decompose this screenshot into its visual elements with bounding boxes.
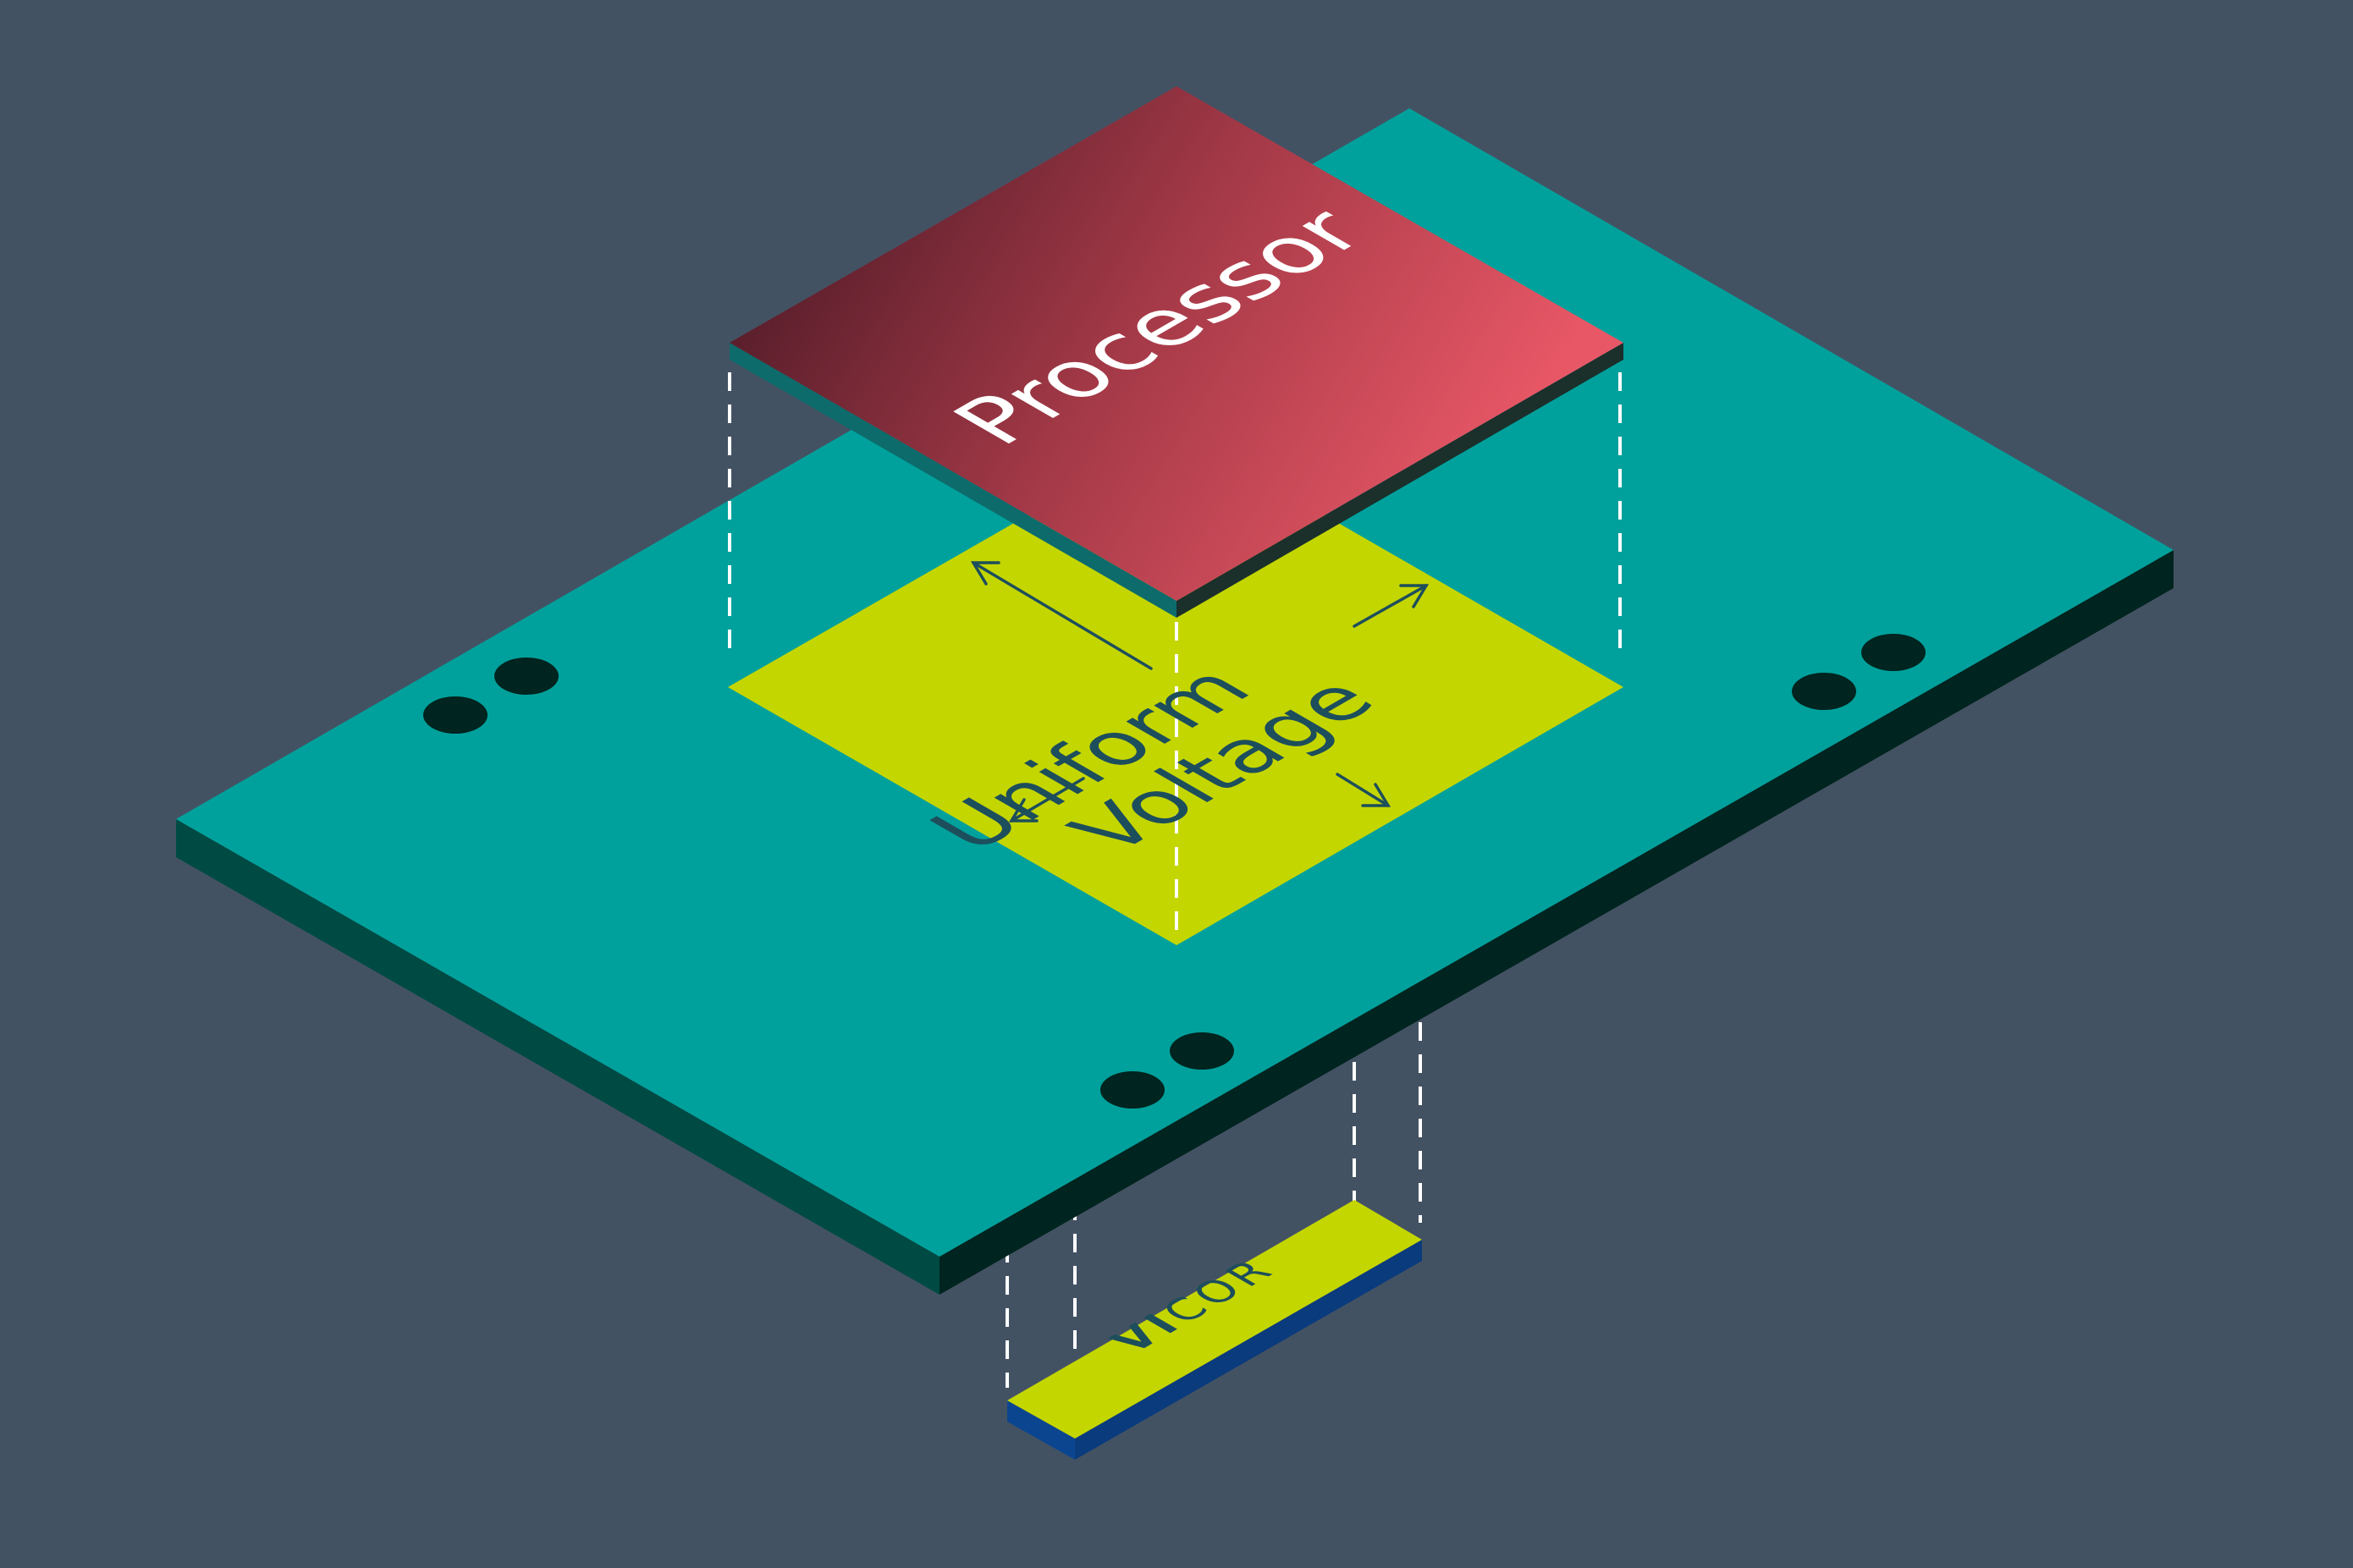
hole xyxy=(494,657,559,695)
arrow-down-left xyxy=(1008,777,1085,823)
processor-side-left xyxy=(730,343,1176,618)
processor-chip: Processor xyxy=(730,86,1623,618)
arrow-up-left xyxy=(970,561,1153,670)
mounting-holes xyxy=(423,634,1926,1109)
processor-top xyxy=(730,86,1623,601)
module-side-right xyxy=(1075,1240,1422,1460)
module-top xyxy=(1007,1200,1422,1439)
arrow-up-right xyxy=(1353,584,1430,628)
arrow-down-right xyxy=(1336,773,1391,807)
processor-projection-lines xyxy=(728,372,1622,935)
hole xyxy=(423,696,488,734)
board-side-right xyxy=(940,550,2174,1295)
hole xyxy=(1861,634,1926,671)
board-side-left xyxy=(176,819,940,1295)
hole xyxy=(1170,1032,1234,1070)
hole xyxy=(1100,1071,1165,1109)
module-side-front xyxy=(1007,1400,1075,1460)
voltage-arrows xyxy=(970,561,1430,823)
module-projection-lines xyxy=(1006,990,1422,1422)
processor-side-right xyxy=(1176,343,1623,618)
hole xyxy=(1792,673,1856,710)
